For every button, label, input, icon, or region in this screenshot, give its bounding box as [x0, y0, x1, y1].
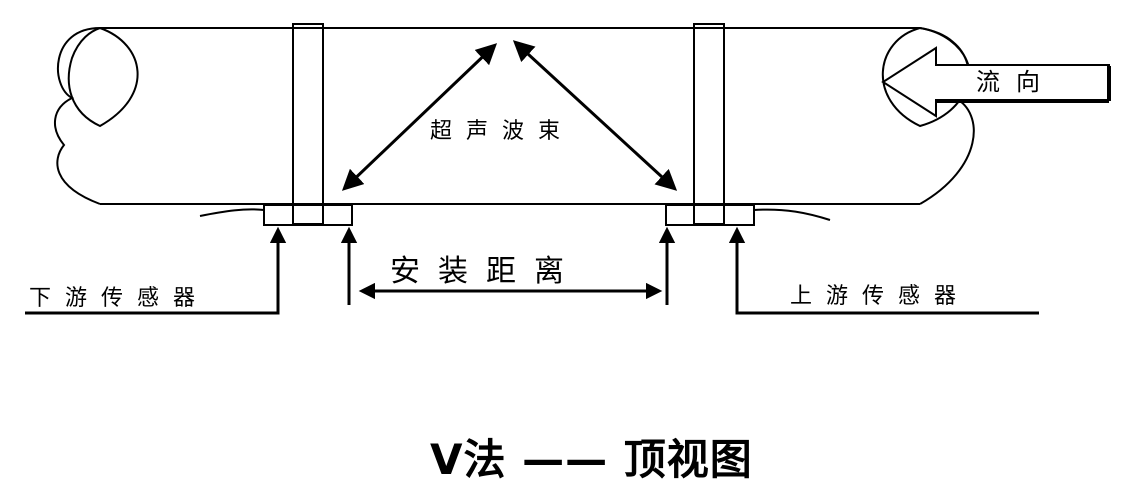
- left-beam-arrow: [341, 43, 498, 191]
- flow-arrow: [881, 46, 1111, 118]
- upstream-callout-line: [728, 226, 1039, 315]
- downstream-sensor-body: [263, 204, 353, 226]
- upstream-sensor-cable: [753, 208, 831, 221]
- diagram-title: V法 —— 顶视图: [430, 435, 753, 484]
- flow-direction-arrow-shadow: [936, 66, 1111, 103]
- pipe-right-inner-curve: [881, 27, 970, 128]
- downstream-callout-line: [25, 226, 287, 315]
- pipe-left-inner-curve: [67, 27, 139, 128]
- upstream-sensor-label: 上游传感器: [790, 284, 970, 309]
- flow-direction-label: 流向: [976, 68, 1056, 96]
- sensors: [199, 204, 831, 226]
- upstream-sensor-body: [665, 204, 755, 226]
- ultrasonic-beam-arrows: [341, 40, 678, 191]
- pipe: [53, 27, 975, 205]
- install-distance-label: 安装距离: [390, 254, 582, 289]
- downstream-sensor-cable: [199, 208, 265, 217]
- ultrasonic-beam-label: 超声波束: [430, 119, 574, 144]
- right-beam-arrow: [512, 40, 678, 191]
- right-clamp-band: [693, 23, 725, 225]
- pipe-left-cut: [53, 27, 101, 205]
- sensor-callouts: [25, 226, 1039, 315]
- left-clamp-band: [292, 23, 324, 225]
- downstream-sensor-label: 下游传感器: [29, 286, 209, 311]
